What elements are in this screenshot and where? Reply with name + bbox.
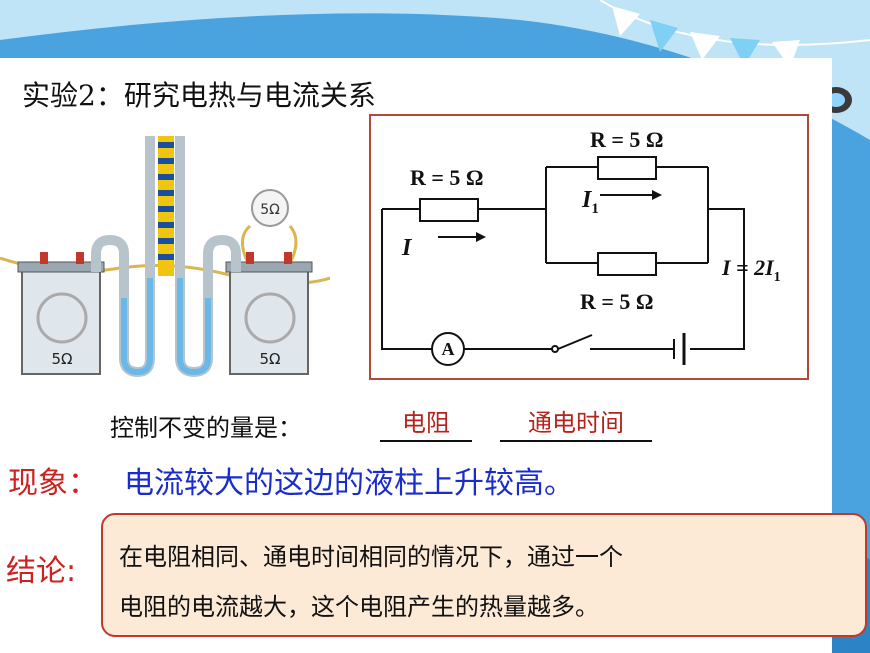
left-container-label: 5Ω [51,350,72,368]
conclusion-line-1: 在电阻相同、通电时间相同的情况下，通过一个 [119,543,623,571]
control-variable-label: 控制不变的量是： [110,414,302,442]
answer-blank-resistance: 电阻 [380,406,472,442]
branch-current-label: I1 [581,187,599,217]
current-relation-label: I = 2I1 [721,255,781,285]
bottom-resistor [597,252,657,276]
switch-icon [557,334,593,350]
ammeter-label: A [442,339,455,359]
apparatus-illustration: 5Ω 5Ω 5Ω [0,136,330,378]
series-resistor-label: R = 5 Ω [410,165,484,190]
main-current-label: I [401,235,413,261]
phenomenon-label: 现象： [8,466,98,501]
phenomenon-text: 电流较大的这边的液柱上升较高。 [124,466,574,501]
page-title: 实验2：研究电热与电流关系 [22,79,376,112]
coil-icon [251,189,289,227]
top-resistor-label: R = 5 Ω [590,127,664,152]
series-resistor [419,198,479,222]
conclusion-line-2: 电阻的电流越大，这个电阻产生的热量越多。 [119,593,599,621]
bottom-resistor-label: R = 5 Ω [580,289,654,314]
answer-blank-time: 通电时间 [500,406,652,442]
top-resistor [597,156,657,180]
circuit-diagram: A R = 5 Ω R = 5 Ω R = 5 Ω I I1 I = 2I1 [369,114,809,380]
right-container-label: 5Ω [259,350,280,368]
conclusion-box: 在电阻相同、通电时间相同的情况下，通过一个 电阻的电流越大，这个电阻产生的热量越… [101,513,867,637]
conclusion-label: 结论: [6,554,77,589]
top-coil-label: 5Ω [260,202,280,218]
bunting-decoration [599,0,870,68]
